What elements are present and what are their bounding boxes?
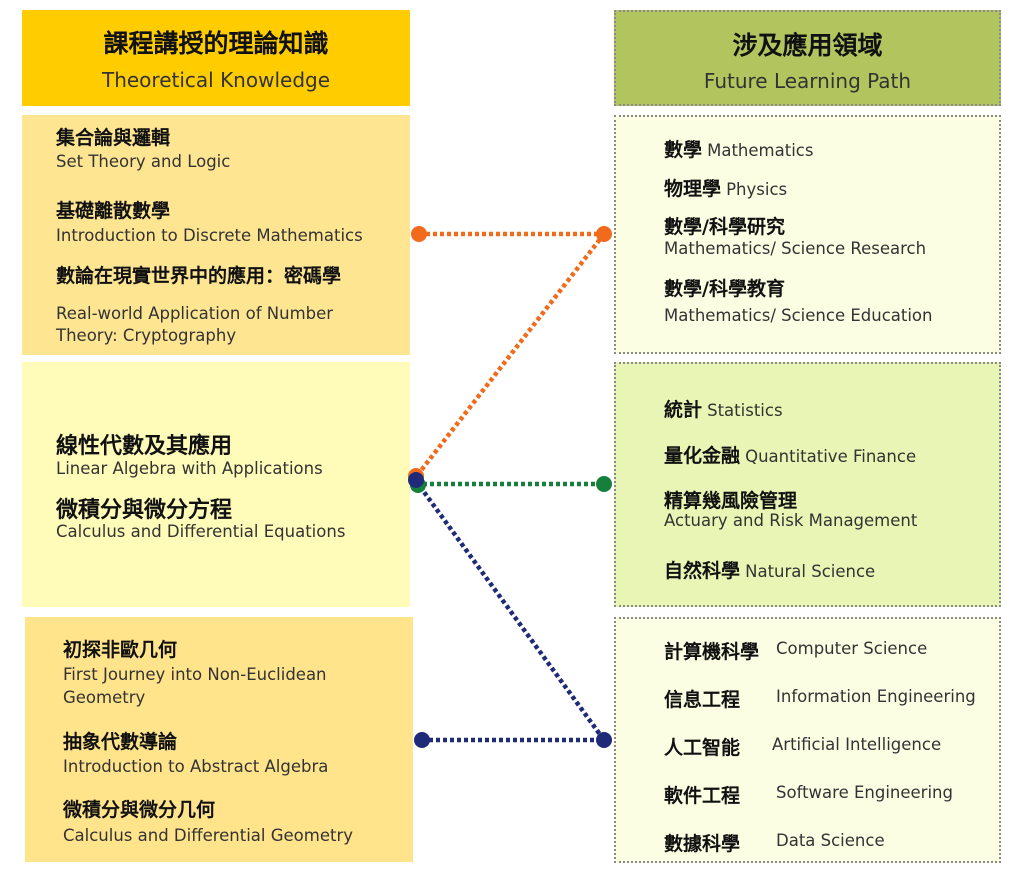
connector-dot	[408, 472, 424, 488]
field-zh: 物理學	[664, 178, 722, 200]
field-en: Statistics	[707, 401, 783, 420]
right-header-en: Future Learning Path	[703, 69, 912, 93]
connector-dot	[596, 226, 612, 242]
course-en: Calculus and Differential Geometry	[63, 826, 354, 845]
field-item: 量化金融 Quantitative Finance	[664, 441, 916, 468]
course-zh: 初探非歐几何	[63, 639, 178, 661]
field-en: Physics	[726, 180, 788, 199]
connector-dot	[596, 732, 612, 748]
field-zh: 人工智能	[664, 737, 741, 759]
field-en: Mathematics/ Science Education	[664, 306, 933, 325]
field-zh: 數據科學	[664, 833, 741, 855]
left-header: 課程講授的理論知識 Theoretical Knowledge	[22, 10, 410, 106]
connector-orange-diagonal	[414, 232, 606, 479]
field-en: Quantitative Finance	[745, 447, 917, 466]
course-en: Introduction to Abstract Algebra	[63, 757, 329, 776]
right-group-3: 計算機科學 Computer Science 信息工程 Information …	[614, 617, 1001, 863]
field-en: Mathematics/ Science Research	[664, 239, 927, 258]
connector-dot	[414, 732, 430, 748]
field-item: 數學 Mathematics	[664, 135, 813, 162]
field-zh: 統計	[664, 399, 703, 421]
left-group-3: 初探非歐几何 First Journey into Non-Euclidean …	[25, 617, 413, 862]
connector-dot	[411, 226, 427, 242]
field-en: Actuary and Risk Management	[664, 511, 918, 530]
right-header: 涉及應用領域 Future Learning Path	[614, 10, 1001, 106]
connector-navy-diagonal	[414, 479, 606, 742]
course-zh: 微積分與微分方程	[56, 498, 233, 523]
right-group-2: 統計 Statistics 量化金融 Quantitative Finance …	[614, 362, 1001, 607]
field-en: Computer Science	[776, 639, 928, 658]
left-header-zh: 課程講授的理論知識	[103, 29, 329, 58]
field-en: Information Engineering	[776, 687, 976, 706]
left-group-1: 集合論與邏輯 Set Theory and Logic 基礎離散數學 Intro…	[22, 115, 410, 355]
course-en: Introduction to Discrete Mathematics	[56, 226, 363, 245]
field-item: 物理學 Physics	[664, 174, 787, 201]
course-zh: 微積分與微分几何	[63, 799, 216, 821]
course-zh: 集合論與邏輯	[56, 127, 171, 149]
field-zh: 量化金融	[664, 445, 741, 467]
left-header-en: Theoretical Knowledge	[101, 68, 331, 92]
field-zh: 自然科學	[664, 560, 741, 582]
field-zh: 軟件工程	[664, 785, 741, 807]
course-zh: 線性代數及其應用	[56, 434, 233, 459]
connector-dot	[596, 476, 612, 492]
course-en: Set Theory and Logic	[56, 152, 231, 171]
field-zh: 計算機科學	[664, 641, 760, 663]
right-header-zh: 涉及應用領域	[732, 31, 883, 60]
course-zh: 抽象代數導論	[63, 731, 178, 753]
course-zh: 數論在現實世界中的應用：密碼學	[56, 265, 342, 287]
field-en: Natural Science	[745, 562, 876, 581]
field-en: Artificial Intelligence	[772, 735, 942, 754]
field-en: Software Engineering	[776, 783, 953, 802]
course-zh: 基礎離散數學	[56, 200, 171, 222]
left-group-2: 線性代數及其應用 Linear Algebra with Application…	[22, 362, 410, 607]
field-zh: 數學/科學教育	[664, 278, 785, 300]
field-zh: 數學/科學研究	[664, 216, 785, 238]
field-zh: 精算幾風險管理	[664, 490, 798, 512]
field-zh: 信息工程	[664, 689, 741, 711]
field-en: Mathematics	[707, 141, 814, 160]
course-en: Calculus and Differential Equations	[56, 522, 346, 541]
course-en: Linear Algebra with Applications	[56, 459, 323, 478]
course-en: First Journey into Non-Euclidean	[63, 665, 327, 684]
course-en: Theory: Cryptography	[56, 326, 237, 345]
right-group-1: 數學 Mathematics 物理學 Physics 數學/科學研究 Mathe…	[614, 115, 1001, 354]
course-en: Real-world Application of Number	[56, 304, 334, 323]
field-zh: 數學	[664, 139, 703, 161]
field-en: Data Science	[776, 831, 885, 850]
field-item: 統計 Statistics	[664, 395, 783, 422]
course-en: Geometry	[63, 688, 146, 707]
field-item: 自然科學 Natural Science	[664, 556, 875, 583]
